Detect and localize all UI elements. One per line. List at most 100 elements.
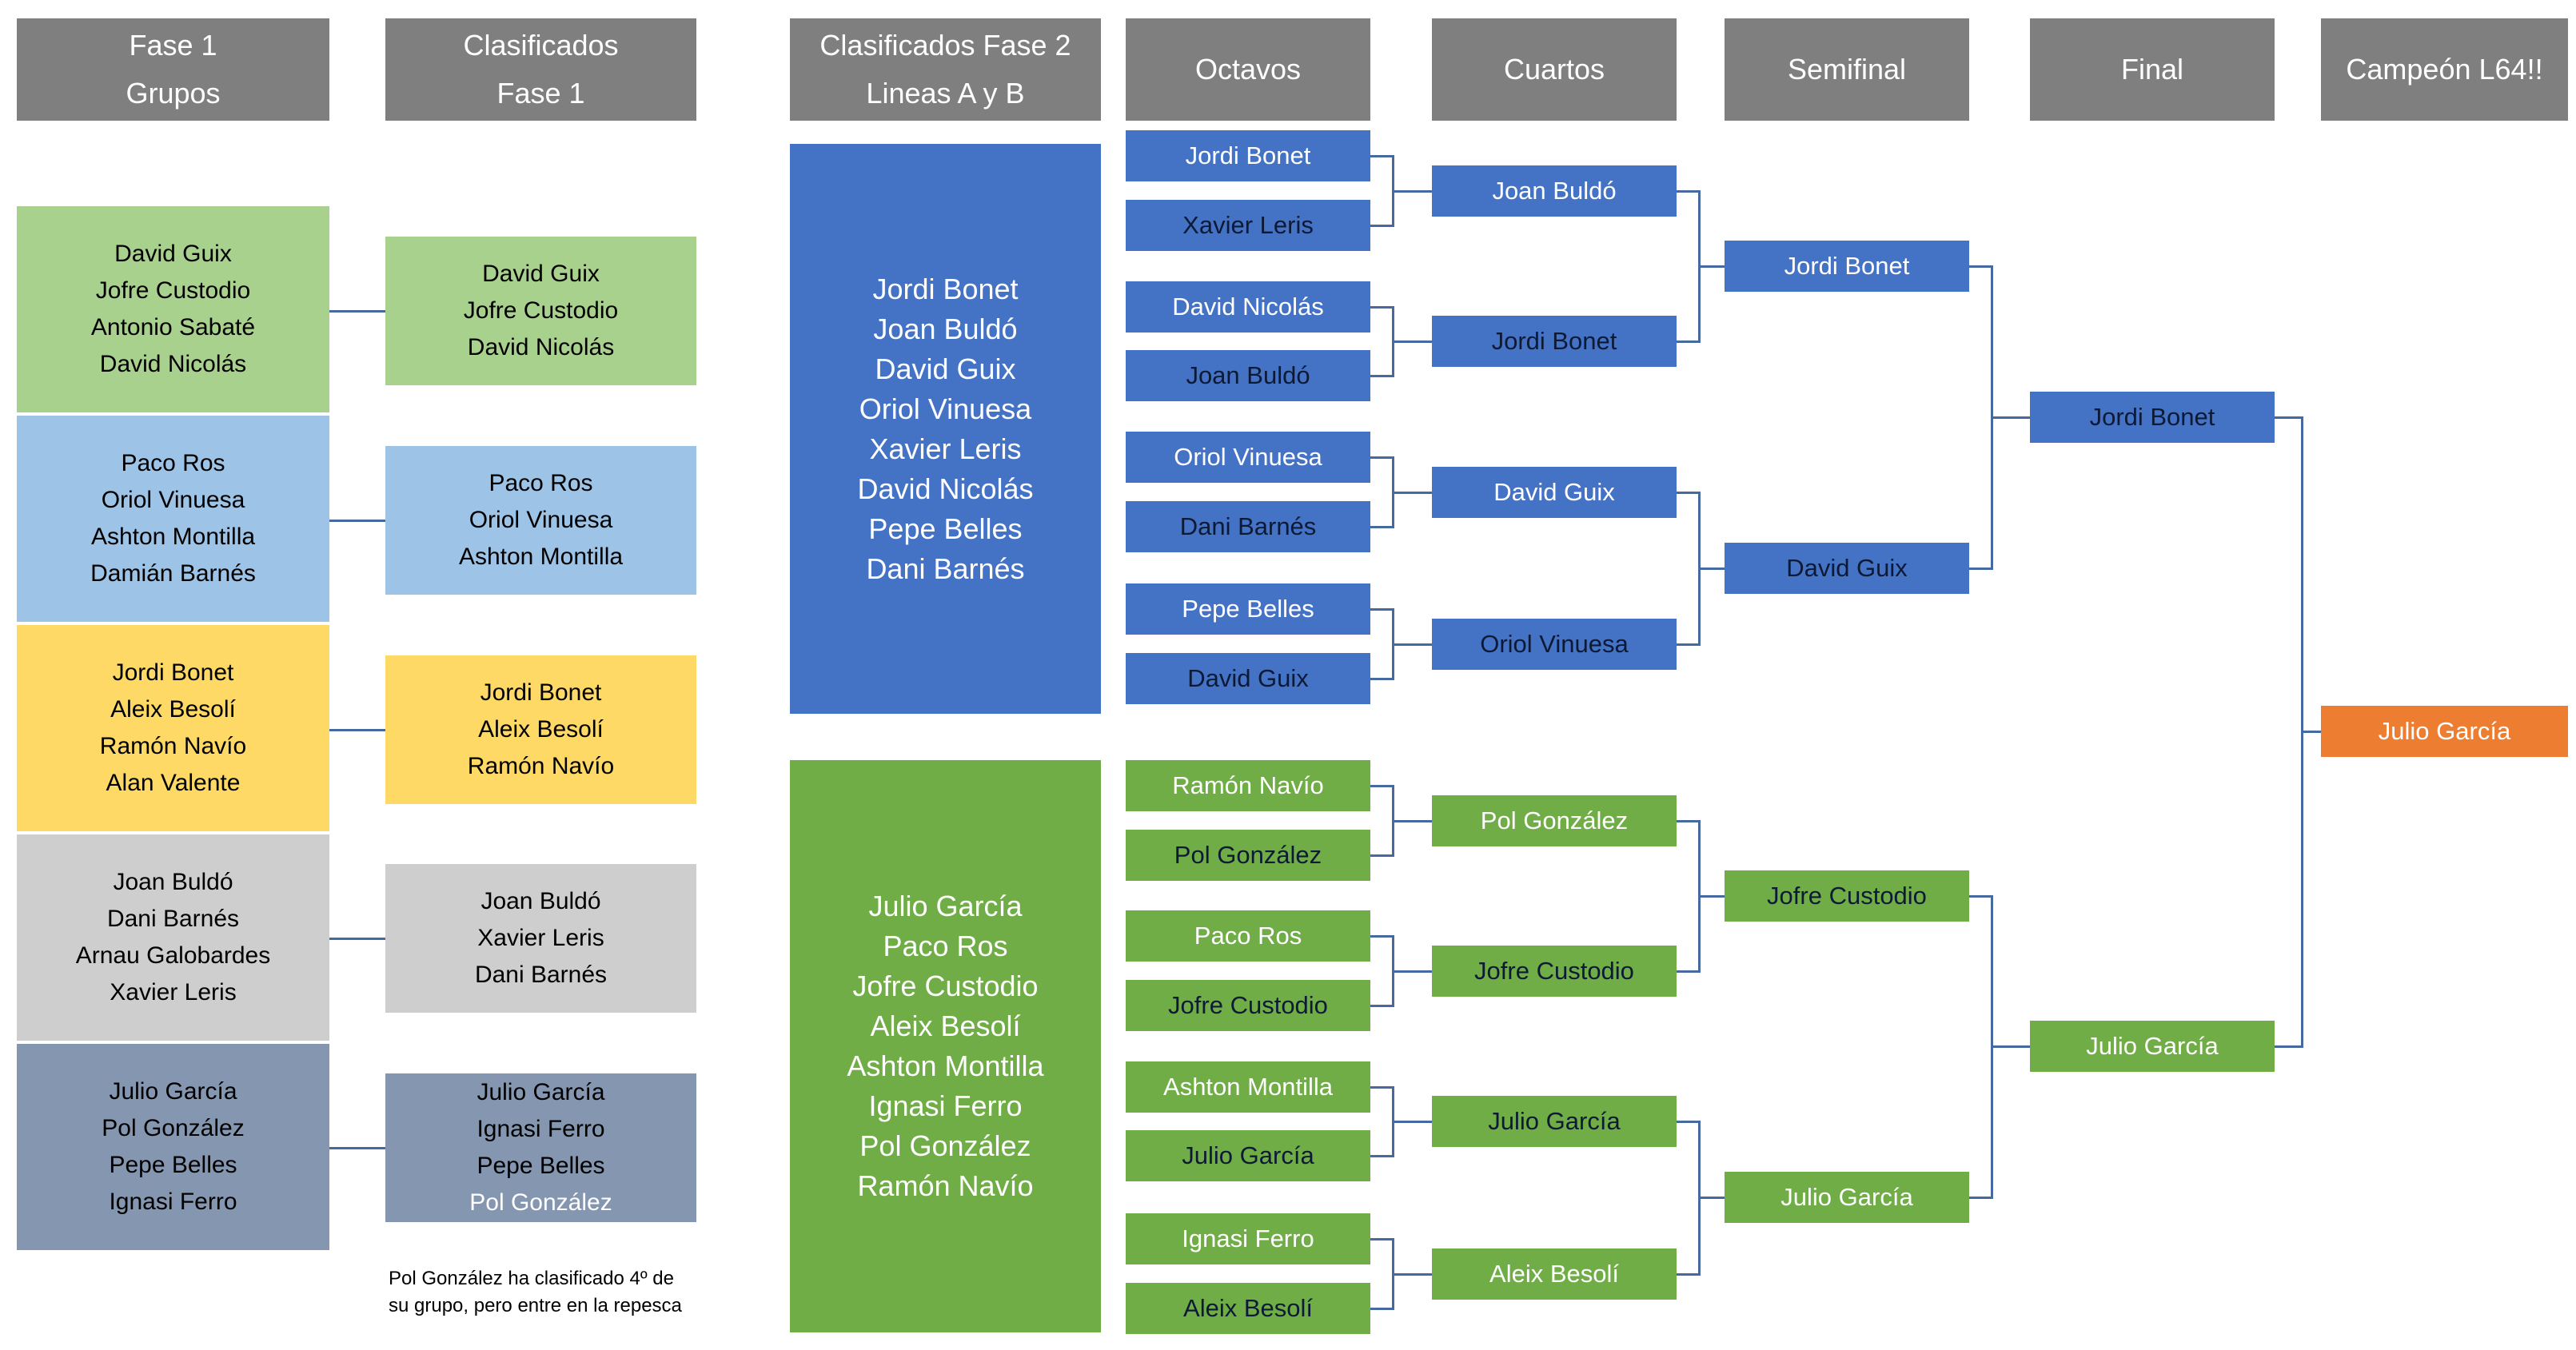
semifinal-slot: David Guix	[1725, 543, 1969, 594]
octavos-slot: Jordi Bonet	[1126, 130, 1370, 181]
connector-line	[1370, 785, 1392, 787]
final-slot: Jordi Bonet	[2030, 392, 2275, 443]
octavos-slot: Julio García	[1126, 1130, 1370, 1181]
cuartos-slot: Joan Buldó	[1432, 165, 1677, 217]
header-campeon: Campeón L64!!	[2321, 18, 2568, 121]
connector-line	[329, 938, 385, 940]
octavos-slot: David Nicolás	[1126, 281, 1370, 333]
connector-line	[1370, 375, 1392, 377]
connector-line	[1392, 970, 1432, 973]
connector-line	[1392, 643, 1432, 646]
connector-line	[329, 310, 385, 313]
connector-line	[1677, 492, 1698, 494]
connector-line	[1677, 820, 1698, 822]
connector-line	[1677, 340, 1698, 343]
final-slot: Julio García	[2030, 1021, 2275, 1072]
group-box-blue: Paco Ros Oriol Vinuesa Ashton Montilla D…	[17, 416, 329, 622]
qualified-box-blue: Paco Ros Oriol Vinuesa Ashton Montilla	[385, 446, 696, 595]
connector-line	[1370, 935, 1392, 938]
connector-line	[1969, 895, 1991, 898]
connector-line	[1991, 1045, 2030, 1048]
group-box-yellow: Jordi Bonet Aleix Besolí Ramón Navío Ala…	[17, 625, 329, 831]
note-repesca: Pol González ha clasificado 4º de su gru…	[389, 1268, 682, 1316]
connector-line	[1677, 1273, 1698, 1276]
connector-line	[2301, 731, 2321, 733]
header-cuartos: Cuartos	[1432, 18, 1677, 121]
connector-line	[1392, 1121, 1432, 1123]
header-clasificados-fase1: Clasificados Fase 1	[385, 18, 696, 121]
connector-line	[1677, 190, 1698, 193]
pool-linea-b: Julio García Paco Ros Jofre Custodio Ale…	[790, 760, 1101, 1332]
octavos-slot: David Guix	[1126, 653, 1370, 704]
connector-line	[1370, 1155, 1392, 1157]
connector-line	[1392, 820, 1432, 822]
connector-line	[1370, 1086, 1392, 1089]
pool-linea-a: Jordi Bonet Joan Buldó David Guix Oriol …	[790, 144, 1101, 714]
group-box-gray: Joan Buldó Dani Barnés Arnau Galobardes …	[17, 834, 329, 1041]
connector-line	[329, 729, 385, 731]
connector-line	[1370, 526, 1392, 528]
octavos-slot: Ramón Navío	[1126, 760, 1370, 811]
cuartos-slot: David Guix	[1432, 467, 1677, 518]
connector-line	[2275, 1045, 2301, 1048]
connector-line	[1698, 265, 1725, 268]
header-octavos: Octavos	[1126, 18, 1370, 121]
connector-line	[1677, 643, 1698, 646]
connector-line	[2275, 416, 2301, 419]
octavos-slot: Jofre Custodio	[1126, 980, 1370, 1031]
connector-line	[1969, 1197, 1991, 1199]
qualified-box-green: David Guix Jofre Custodio David Nicolás	[385, 237, 696, 385]
connector-line	[1677, 970, 1698, 973]
connector-line	[1698, 895, 1725, 898]
header-final: Final	[2030, 18, 2275, 121]
qualified-players: Julio García Ignasi Ferro Pepe Belles	[477, 1079, 605, 1179]
octavos-slot: Oriol Vinuesa	[1126, 432, 1370, 483]
connector-line	[1370, 854, 1392, 857]
octavos-slot: Pol González	[1126, 830, 1370, 881]
group-box-green: David Guix Jofre Custodio Antonio Sabaté…	[17, 206, 329, 412]
qualified-box-slate: Julio García Ignasi Ferro Pepe Belles Po…	[385, 1073, 696, 1222]
cuartos-slot: Jofre Custodio	[1432, 946, 1677, 997]
qualified-repesca-player: Pol González	[469, 1189, 612, 1216]
champion-box: Julio García	[2321, 706, 2568, 757]
connector-line	[1698, 1197, 1725, 1199]
connector-line	[1370, 155, 1392, 157]
octavos-slot: Pepe Belles	[1126, 583, 1370, 635]
octavos-slot: Joan Buldó	[1126, 350, 1370, 401]
cuartos-slot: Oriol Vinuesa	[1432, 619, 1677, 670]
connector-line	[1370, 608, 1392, 611]
cuartos-slot: Jordi Bonet	[1432, 316, 1677, 367]
cuartos-slot: Aleix Besolí	[1432, 1248, 1677, 1300]
connector-line	[1370, 456, 1392, 459]
connector-line	[1392, 340, 1432, 343]
octavos-slot: Dani Barnés	[1126, 501, 1370, 552]
header-semifinal: Semifinal	[1725, 18, 1969, 121]
connector-line	[1370, 1308, 1392, 1310]
group-box-slate: Julio García Pol González Pepe Belles Ig…	[17, 1044, 329, 1250]
octavos-slot: Paco Ros	[1126, 910, 1370, 962]
qualified-box-yellow: Jordi Bonet Aleix Besolí Ramón Navío	[385, 655, 696, 804]
header-clasificados-fase2: Clasificados Fase 2 Lineas A y B	[790, 18, 1101, 121]
connector-line	[1698, 567, 1725, 570]
cuartos-slot: Julio García	[1432, 1096, 1677, 1147]
qualified-box-gray: Joan Buldó Xavier Leris Dani Barnés	[385, 864, 696, 1013]
connector-line	[1392, 190, 1432, 193]
connector-line	[1991, 416, 2030, 419]
connector-line	[1370, 1238, 1392, 1240]
connector-line	[1969, 567, 1991, 570]
semifinal-slot: Julio García	[1725, 1172, 1969, 1223]
connector-line	[1392, 1273, 1432, 1276]
connector-line	[1370, 306, 1392, 309]
connector-line	[1392, 492, 1432, 494]
octavos-slot: Xavier Leris	[1126, 200, 1370, 251]
octavos-slot: Ashton Montilla	[1126, 1061, 1370, 1113]
semifinal-slot: Jofre Custodio	[1725, 870, 1969, 922]
connector-line	[329, 520, 385, 522]
connector-line	[1370, 225, 1392, 227]
octavos-slot: Aleix Besolí	[1126, 1283, 1370, 1334]
header-fase1-grupos: Fase 1 Grupos	[17, 18, 329, 121]
connector-line	[1370, 1005, 1392, 1007]
cuartos-slot: Pol González	[1432, 795, 1677, 846]
connector-line	[1969, 265, 1991, 268]
